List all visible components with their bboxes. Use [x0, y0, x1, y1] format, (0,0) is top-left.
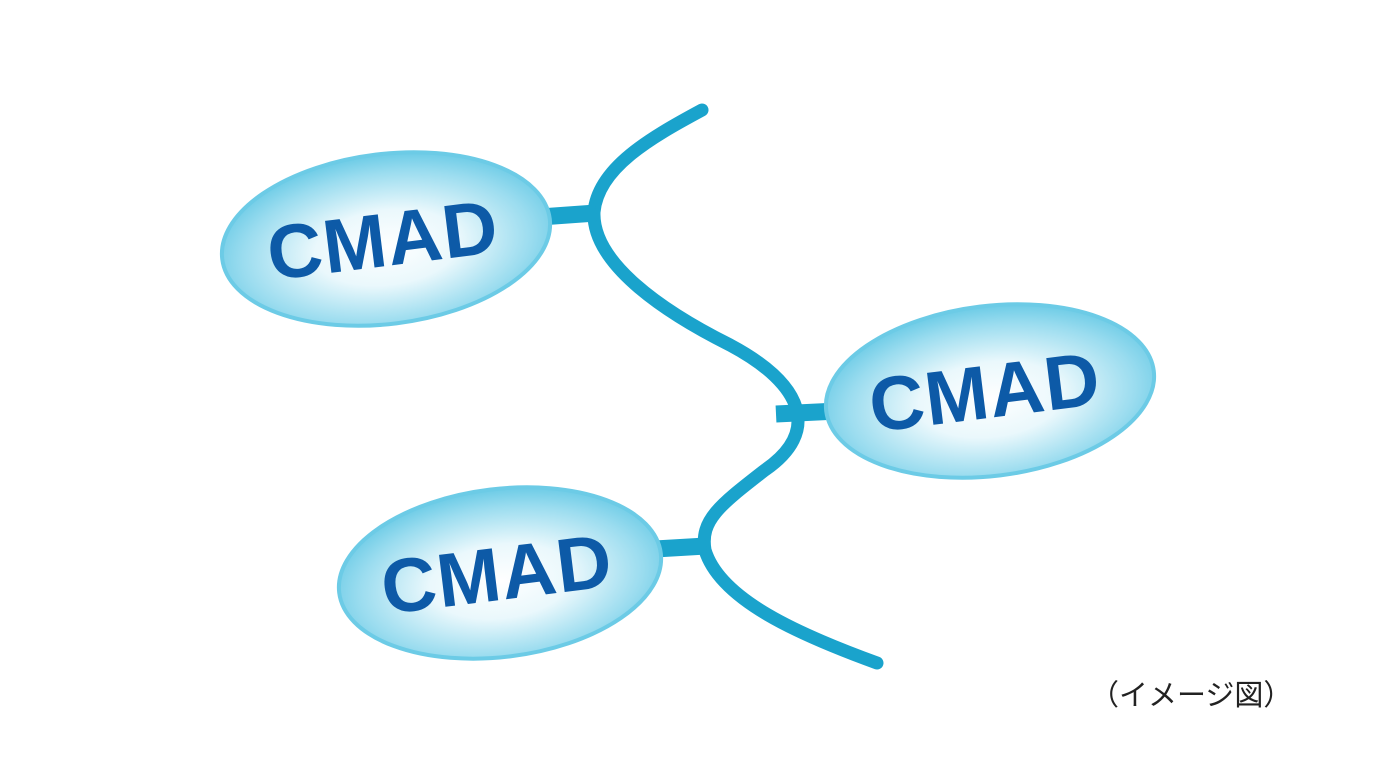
- cmad-node-top: CMAD: [219, 150, 553, 328]
- connector-bottom: [654, 537, 707, 558]
- cmad-node-bottom: CMAD: [336, 485, 664, 661]
- cmad-node-middle: CMAD: [823, 302, 1157, 480]
- image-caption: （イメージ図）: [1090, 678, 1293, 712]
- polymer-backbone: [587, 103, 884, 670]
